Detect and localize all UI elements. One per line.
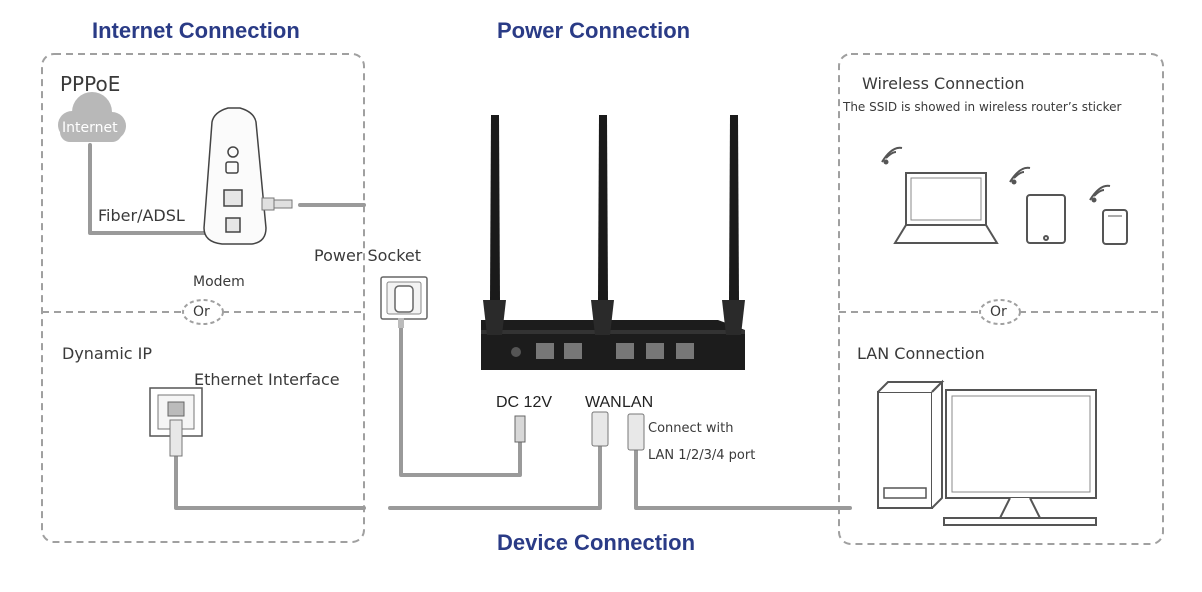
ethernet-interface-label: Ethernet Interface <box>194 370 340 389</box>
dc-12v-label: DC 12V <box>496 394 553 411</box>
or-divider-internet: Or <box>193 304 210 320</box>
wifi-icon-laptop <box>881 146 903 165</box>
ethernet-plug-icon <box>261 197 293 211</box>
monitor-icon <box>943 389 1097 526</box>
desktop-tower-icon <box>877 379 945 509</box>
internet-cloud-icon <box>58 92 126 142</box>
cables <box>88 143 852 510</box>
power-socket-label: Power Socket <box>314 246 422 265</box>
modem-label: Modem <box>193 274 245 290</box>
modem-icon <box>203 107 267 245</box>
wifi-icon-tablet <box>1009 166 1031 185</box>
client-panel-border <box>838 53 1164 545</box>
internet-cloud-label: Internet <box>62 120 118 136</box>
dc-plug-icon <box>514 415 526 443</box>
or-divider-client: Or <box>990 304 1007 320</box>
power-socket-icon <box>380 276 428 328</box>
fiber-adsl-label: Fiber/ADSL <box>98 206 185 225</box>
wifi-icon-phone <box>1089 184 1111 203</box>
internet-connection-heading: Internet Connection <box>92 18 300 43</box>
lan-connection-label: LAN Connection <box>857 344 985 363</box>
connect-with-label: Connect with <box>648 421 734 436</box>
internet-panel-border <box>41 53 365 543</box>
lan-port-label: LAN <box>622 394 654 411</box>
device-connection-heading: Device Connection <box>497 530 696 555</box>
phone-icon <box>1102 209 1128 245</box>
router-icon <box>481 115 745 370</box>
dynamic-ip-label: Dynamic IP <box>62 344 153 363</box>
tablet-icon <box>1026 194 1066 244</box>
wan-plug-icon <box>591 411 609 447</box>
lan-plug-icon <box>627 413 645 451</box>
pppoe-label: PPPoE <box>60 72 121 96</box>
laptop-icon <box>893 172 999 244</box>
wan-port-label: WAN <box>585 394 622 411</box>
power-connection-heading: Power Connection <box>497 18 691 43</box>
wireless-connection-label: Wireless Connection <box>862 74 1025 93</box>
ethernet-wall-jack-icon <box>149 387 203 457</box>
ssid-note: The SSID is showed in wireless router’s … <box>843 100 1122 114</box>
lan-ports-label: LAN 1/2/3/4 port <box>648 448 756 463</box>
